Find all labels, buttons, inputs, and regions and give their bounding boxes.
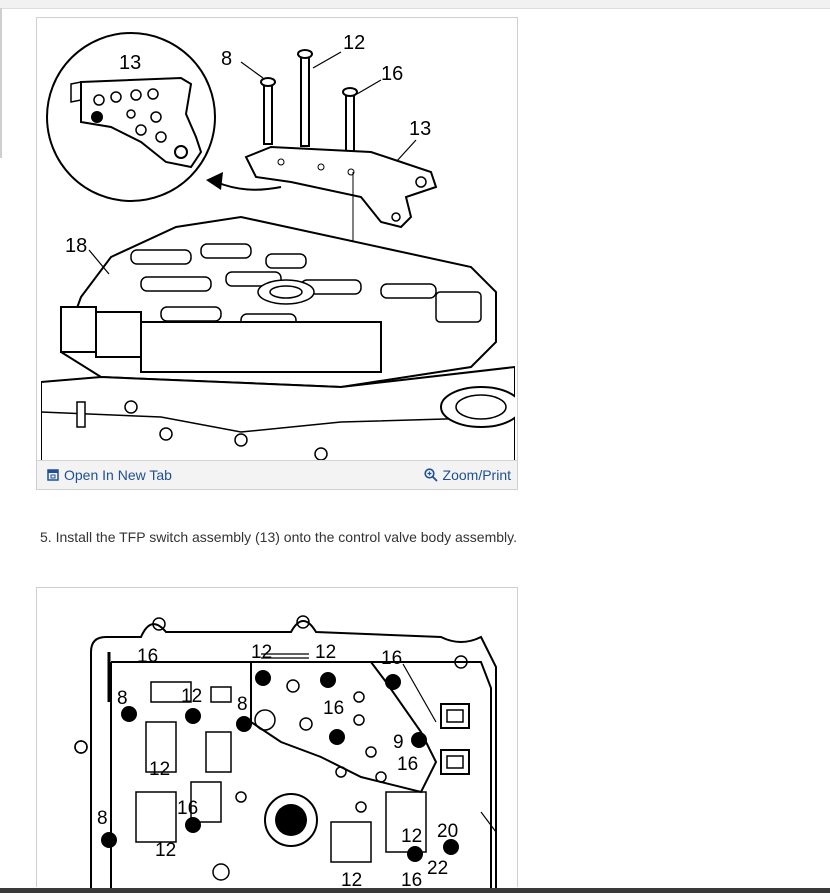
left-scroll-edge [0, 8, 2, 158]
zoom-print-label: Zoom/Print [442, 467, 511, 483]
callout-13-inset: 13 [119, 52, 141, 74]
zoom-print-link[interactable]: Zoom/Print [423, 467, 511, 483]
taskbar-edge [0, 888, 830, 893]
callout-16-b: 16 [381, 648, 402, 669]
callout-16-f: 16 [401, 870, 422, 888]
callout-16-e: 16 [177, 798, 198, 819]
callout-12-d: 12 [149, 759, 170, 780]
open-in-new-tab-icon [47, 469, 59, 481]
callout-22: 22 [427, 858, 448, 879]
callout-12-a: 12 [251, 642, 272, 663]
figure-valve-body-tfp-switch: 13 8 12 16 13 18 Open In New Tab Zoom/Pr… [36, 17, 518, 490]
callout-8-b: 8 [237, 694, 248, 715]
callout-16: 16 [381, 63, 403, 85]
callout-16-c: 16 [323, 698, 344, 719]
callout-20: 20 [437, 821, 458, 842]
figure-tfp-switch-installed: 16 12 12 16 8 12 8 16 9 16 12 16 8 12 12… [36, 587, 518, 888]
callout-8-a: 8 [117, 688, 128, 709]
magnifier-zoom-icon [423, 468, 438, 482]
callout-8-c: 8 [97, 808, 108, 829]
callout-8: 8 [221, 48, 232, 70]
callout-12: 12 [343, 32, 365, 54]
callout-16-a: 16 [137, 646, 158, 667]
step-5-instruction: 5. Install the TFP switch assembly (13) … [40, 529, 517, 545]
callout-18: 18 [65, 235, 87, 257]
open-in-new-tab-label: Open In New Tab [64, 467, 172, 483]
callout-12-e: 12 [155, 840, 176, 861]
exploded-view-drawing: 13 8 12 16 13 18 [41, 32, 515, 462]
callout-13: 13 [409, 118, 431, 140]
callout-16-d: 16 [397, 754, 418, 775]
open-in-new-tab-link[interactable]: Open In New Tab [47, 467, 172, 483]
callout-9: 9 [393, 732, 404, 753]
figure-toolbar: Open In New Tab Zoom/Print [37, 460, 517, 489]
callout-12-f: 12 [401, 826, 422, 847]
callout-12-g: 12 [341, 870, 362, 888]
callout-12-c: 12 [181, 686, 202, 707]
installed-view-drawing: 16 12 12 16 8 12 8 16 9 16 12 16 8 12 12… [74, 615, 497, 888]
browser-top-strip [0, 0, 830, 9]
callout-12-b: 12 [315, 642, 336, 663]
